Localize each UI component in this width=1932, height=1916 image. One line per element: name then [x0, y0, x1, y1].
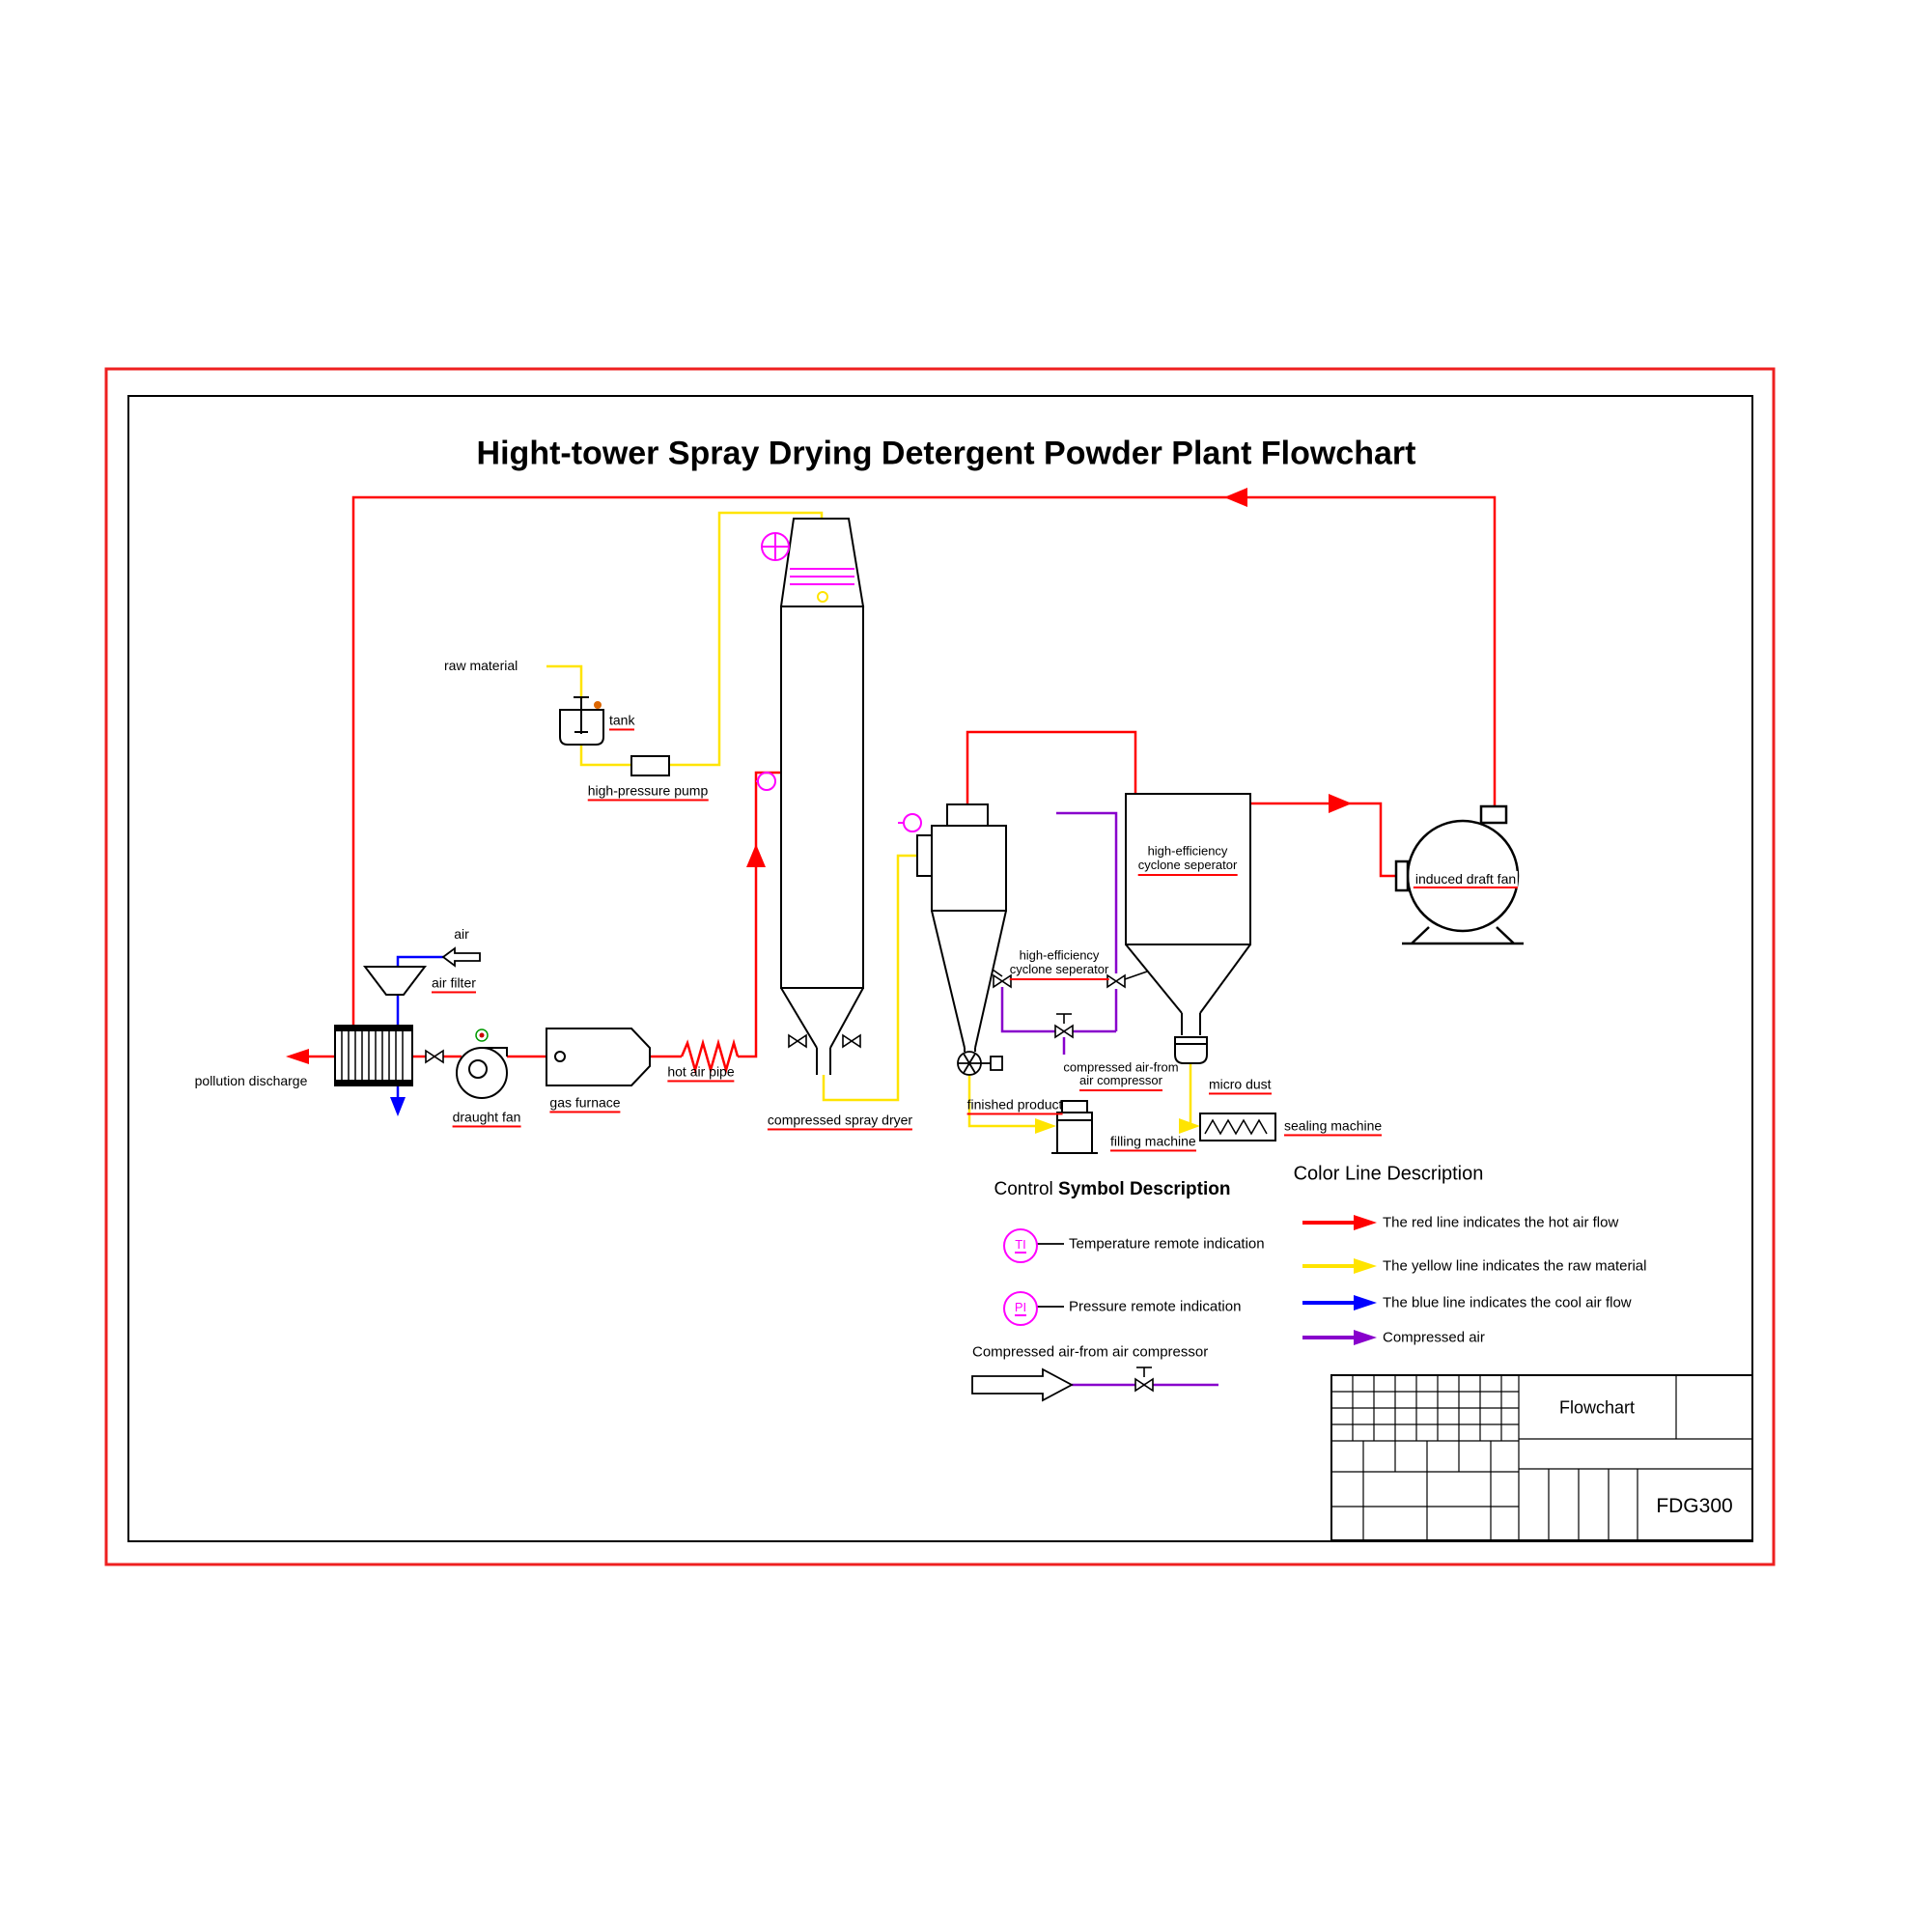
label-compressed-spray-dryer: compressed spray dryer: [767, 1112, 913, 1131]
label-high-pressure-pump: high-pressure pump: [587, 782, 709, 802]
legend-item-cool-air: The blue line indicates the cool air flo…: [1383, 1294, 1632, 1311]
legend-item-raw-material: The yellow line indicates the raw materi…: [1383, 1257, 1647, 1275]
legend-title: Color Line Description: [1293, 1163, 1484, 1185]
rotary-valve-shape: [957, 1051, 1003, 1076]
legend-arrowhead-hot-air: [1354, 1215, 1377, 1230]
outer-red-frame: [104, 367, 1776, 1566]
gas-furnace-shape: [546, 1028, 651, 1086]
raw-material-lines: [546, 511, 1192, 1128]
feed-tank-shape: [559, 696, 604, 746]
instrument-symbols: [756, 532, 922, 832]
label-gas-furnace: gas furnace: [549, 1094, 621, 1113]
cool-air-arrowhead: [390, 1097, 406, 1116]
legend-arrowhead-compressed-air: [1354, 1330, 1377, 1345]
hot-air-pipe-coil: [680, 1038, 740, 1075]
label-pollution-discharge: pollution discharge: [194, 1072, 308, 1088]
compressed-air-symbol-label: Compressed air-from air compressor: [972, 1343, 1209, 1361]
compressed-air-lines: [1000, 811, 1218, 1387]
inner-black-frame: [127, 395, 1753, 1542]
hot-air-lines: [307, 495, 1497, 1058]
control-symbol-title-prefix: Control: [994, 1179, 1059, 1200]
high-pressure-pump-shape: [630, 755, 670, 776]
label-cyclone2-line1: high-efficiency: [1147, 843, 1228, 859]
temperature-indication-label: Temperature remote indication: [1069, 1235, 1265, 1253]
control-symbol-title: Control Symbol Description: [994, 1179, 1231, 1200]
cyclone-separator-1-shape: [916, 803, 1007, 1052]
label-air-filter: air filter: [432, 974, 476, 994]
label-hot-air-pipe: hot air pipe: [667, 1063, 735, 1083]
pressure-indicator-symbol: PI: [1003, 1291, 1038, 1326]
spray-nozzle-lines: [790, 568, 854, 585]
label-micro-dust: micro dust: [1209, 1076, 1272, 1095]
cyclone-separator-2-shape: [1125, 793, 1251, 1035]
pi-tag: PI: [1014, 1300, 1027, 1317]
label-filling-machine: filling machine: [1110, 1133, 1196, 1152]
legend-arrowhead-raw-material: [1354, 1258, 1377, 1274]
atomizer-dot: [817, 591, 828, 603]
label-draught-fan: draught fan: [452, 1109, 521, 1128]
filling-machine-shape: [1051, 1100, 1098, 1154]
label-cyclone2-line2: cyclone seperator: [1137, 858, 1238, 876]
label-tank: tank: [609, 712, 635, 731]
legend-item-compressed-air: Compressed air: [1383, 1329, 1485, 1346]
label-cyclone1-line1: high-efficiency: [1019, 947, 1100, 963]
raw-material-arrowheads: [1035, 1118, 1200, 1134]
label-finished-product: finished product: [966, 1096, 1063, 1115]
legend-arrowhead-cool-air: [1354, 1295, 1377, 1310]
hot-air-arrowheads: [286, 488, 1352, 1064]
control-symbol-title-main: Symbol Description: [1058, 1179, 1231, 1200]
label-cyclone1-line2: cyclone seperator: [1009, 962, 1109, 980]
draught-fan-shape: [456, 1028, 508, 1099]
pressure-indication-label: Pressure remote indication: [1069, 1298, 1242, 1315]
label-compressed-air-line2: air compressor: [1079, 1073, 1162, 1091]
heat-exchanger-shape: [334, 1025, 413, 1086]
air-inlet-arrow: [441, 946, 481, 968]
title-block-model: FDG300: [1656, 1494, 1733, 1517]
title-block-drawing-name: Flowchart: [1558, 1397, 1636, 1418]
legend-item-hot-air: The red line indicates the hot air flow: [1383, 1214, 1619, 1231]
legend-arrows: [1302, 1215, 1377, 1345]
label-air: air: [454, 925, 469, 942]
label-sealing-machine: sealing machine: [1284, 1117, 1383, 1137]
symbol-section-graphics: [971, 1243, 1074, 1402]
label-induced-draft-fan: induced draft fan: [1413, 870, 1519, 889]
label-compressed-air-line1: compressed air-from: [1063, 1059, 1179, 1075]
temperature-indicator-symbol: TI: [1003, 1228, 1038, 1263]
ti-tag: TI: [1015, 1237, 1026, 1254]
air-filter-shape: [362, 966, 428, 996]
title-block-grid: [1330, 1374, 1753, 1541]
valves: [425, 969, 1154, 1393]
micro-dust-collector-shape: [1174, 1036, 1208, 1064]
page-title: Hight-tower Spray Drying Detergent Powde…: [476, 435, 1416, 472]
label-raw-material: raw material: [444, 657, 518, 673]
sealing-machine-shape: [1199, 1113, 1276, 1141]
